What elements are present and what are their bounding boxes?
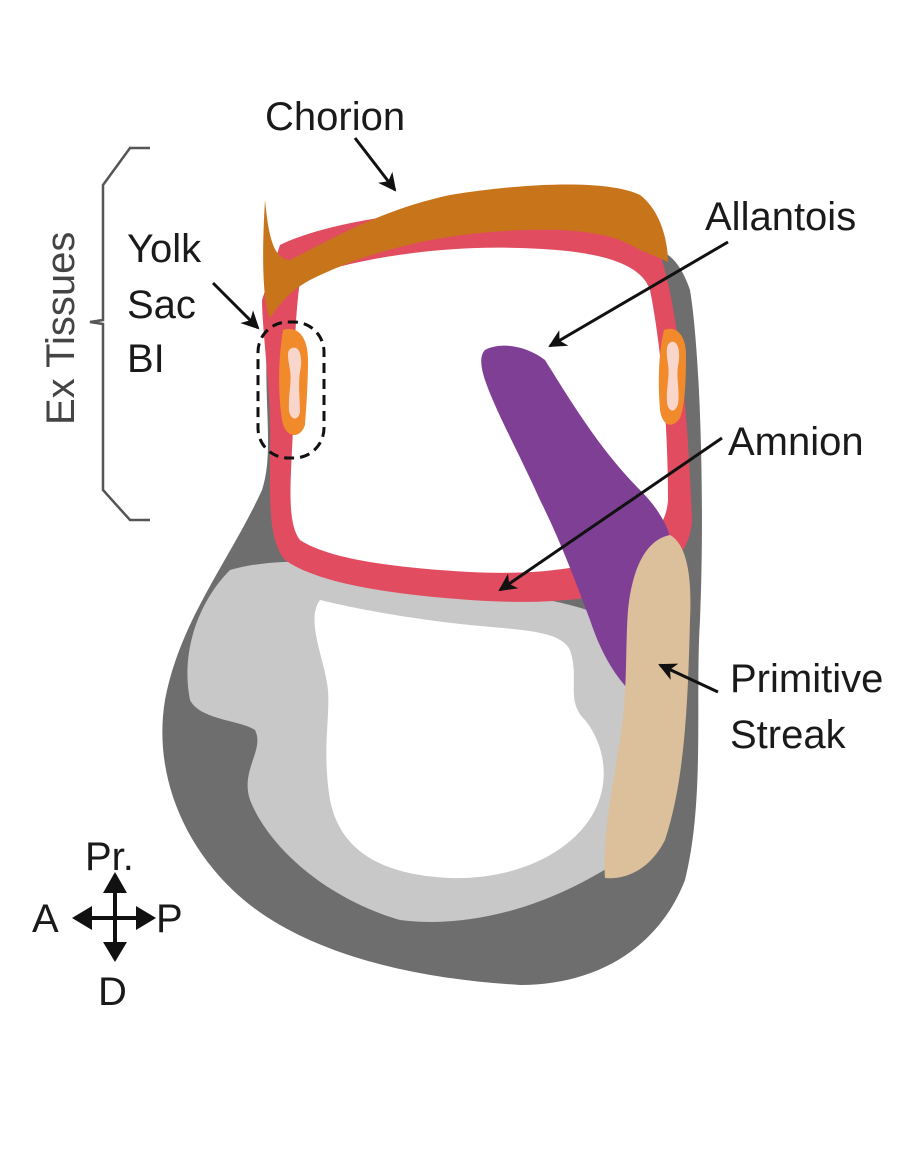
chorion-arrow bbox=[353, 137, 397, 192]
label-bi: BI bbox=[127, 337, 165, 381]
label-ex-tissues: Ex Tissues bbox=[39, 232, 83, 425]
ex-tissues-bracket bbox=[89, 146, 150, 522]
label-sac: Sac bbox=[127, 283, 196, 327]
arrow-down-icon bbox=[103, 942, 127, 962]
primitive-streak-shape bbox=[604, 535, 691, 879]
arrow-left-icon bbox=[72, 906, 92, 930]
compass-distal: D bbox=[98, 970, 127, 1014]
label-yolk: Yolk bbox=[127, 227, 202, 271]
yolk-cavity bbox=[314, 600, 604, 879]
primitive-streak-arrow bbox=[658, 663, 719, 694]
label-allantois: Allantois bbox=[705, 195, 856, 239]
allantois-shape bbox=[481, 345, 673, 700]
orientation-compass bbox=[72, 872, 156, 962]
allantois-arrow bbox=[548, 240, 729, 348]
label-chorion: Chorion bbox=[265, 95, 405, 139]
chorion-shape bbox=[263, 184, 668, 318]
blood-island-highlight bbox=[256, 320, 326, 460]
arrow-up-icon bbox=[103, 872, 127, 893]
blood-island-left bbox=[279, 329, 308, 436]
compass-posterior: P bbox=[156, 897, 183, 941]
compass-anterior: A bbox=[32, 897, 59, 941]
compass-proximal: Pr. bbox=[85, 835, 134, 879]
label-streak: Streak bbox=[730, 713, 847, 757]
amnion-arrow bbox=[498, 436, 723, 592]
yolk-sac-bi-arrow bbox=[211, 281, 260, 330]
blood-island-right bbox=[658, 328, 686, 425]
label-primitive: Primitive bbox=[730, 657, 883, 701]
label-amnion: Amnion bbox=[728, 420, 864, 464]
arrow-right-icon bbox=[136, 906, 156, 930]
